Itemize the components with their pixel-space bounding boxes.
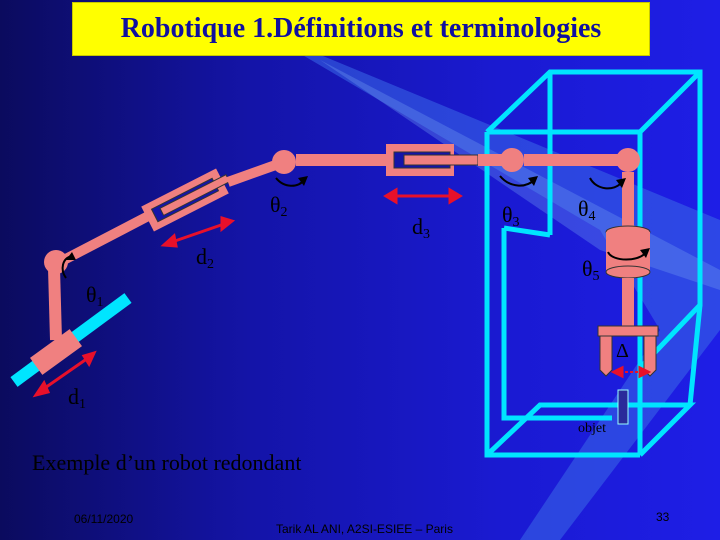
delta-label: Δ [616, 340, 629, 362]
theta5-label: θ5 [582, 256, 600, 284]
slide-number: 33 [656, 510, 670, 524]
d2-label: d2 [196, 244, 214, 272]
title-banner: Robotique 1.Définitions et terminologies [72, 2, 650, 56]
translation-arrows [32, 187, 652, 398]
footer-author: Tarik AL ANI, A2SI-ESIEE – Paris [276, 522, 453, 536]
d3-label: d3 [412, 214, 430, 242]
light-beam-highlight [320, 60, 720, 290]
footer-date: 06/11/2020 [74, 512, 134, 526]
theta2-label: θ2 [270, 192, 288, 220]
theta4-label: θ4 [578, 196, 596, 224]
theta1-label: θ1 [86, 282, 104, 310]
object-label: objet [578, 421, 606, 436]
page-title: Robotique 1.Définitions et terminologies [120, 13, 602, 44]
d1-label: d1 [68, 384, 86, 412]
work-cell-frame [484, 69, 703, 458]
figure-caption: Exemple d’un robot redondant [32, 450, 302, 475]
light-beam [260, 30, 720, 540]
object-block [617, 389, 629, 425]
theta3-label: θ3 [502, 202, 520, 230]
rotation-arrowheads [66, 176, 650, 260]
robot-arm [30, 144, 659, 377]
